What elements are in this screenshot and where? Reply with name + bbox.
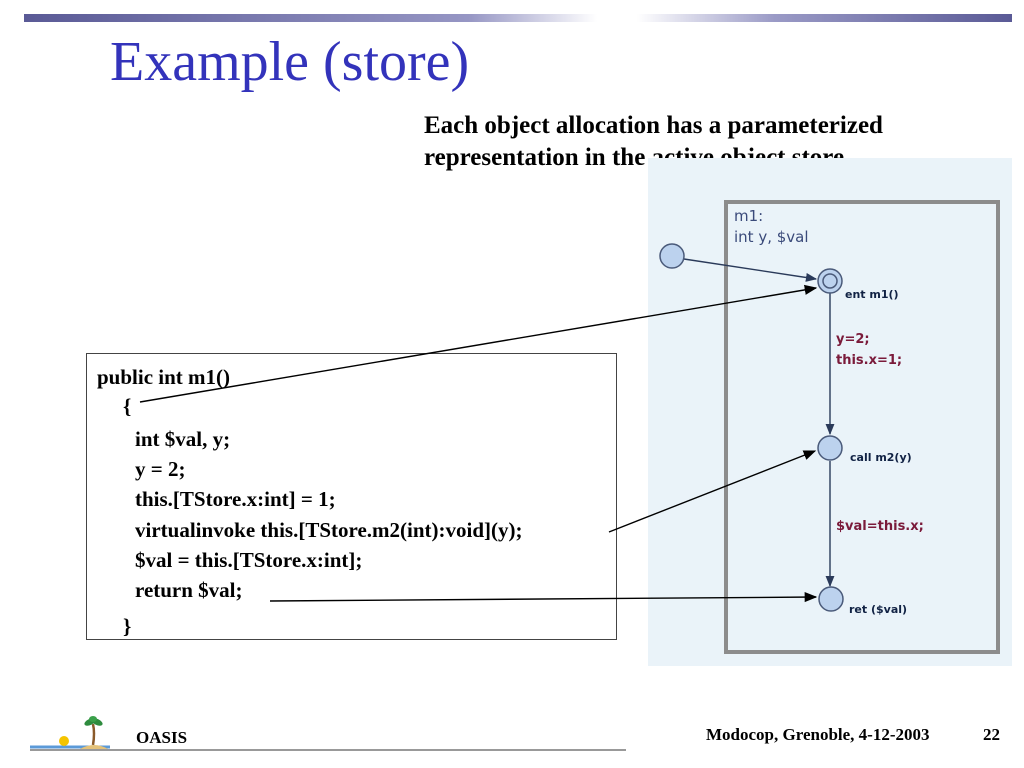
transition-action-3: $val=this.x;	[836, 519, 924, 534]
slide-title: Example (store)	[110, 31, 470, 93]
initial-transition	[683, 258, 818, 282]
code-line: y = 2;	[135, 457, 186, 481]
state-node-return	[818, 586, 844, 612]
mapping-arrow-call	[608, 450, 817, 533]
footer-org: OASIS	[136, 728, 188, 747]
state-label-call: call m2(y)	[850, 451, 912, 464]
code-box: public int m1() { int $val, y; y = 2; th…	[86, 353, 617, 640]
slide-subtitle: Each object allocation has a parameteriz…	[424, 110, 1014, 174]
footer-page-number: 22	[983, 725, 1000, 744]
code-line: public int m1()	[97, 365, 231, 389]
code-line: {	[123, 394, 132, 418]
oasis-logo	[30, 716, 110, 749]
top-decoration-bar	[24, 14, 1012, 22]
code-line: int $val, y;	[135, 427, 231, 451]
code-line: $val = this.[TStore.x:int];	[135, 548, 363, 572]
state-label-return: ret ($val)	[849, 603, 908, 616]
code-line: virtualinvoke this.[TStore.m2(int):void]…	[135, 518, 523, 542]
subtitle-line-1: Each object allocation has a parameteriz…	[424, 112, 883, 139]
mapping-arrow-entry	[139, 284, 818, 403]
state-node-call	[817, 435, 843, 461]
automaton-name: m1:	[734, 207, 764, 225]
footer-event: Modocop, Grenoble, 4-12-2003	[706, 725, 930, 744]
transition-action-2: this.x=1;	[836, 353, 903, 368]
transition-action-1: y=2;	[836, 332, 870, 347]
code-line: }	[123, 614, 132, 638]
code-line: return $val;	[135, 578, 243, 602]
automaton-variables: int y, $val	[734, 228, 809, 246]
mapping-arrow-return	[269, 592, 818, 603]
state-label-entry: ent m1()	[845, 288, 899, 301]
code-line: this.[TStore.x:int] = 1;	[135, 487, 336, 511]
initial-pseudostate-node	[659, 243, 685, 269]
automaton-frame	[724, 200, 1000, 654]
state-node-entry-inner	[822, 273, 838, 289]
